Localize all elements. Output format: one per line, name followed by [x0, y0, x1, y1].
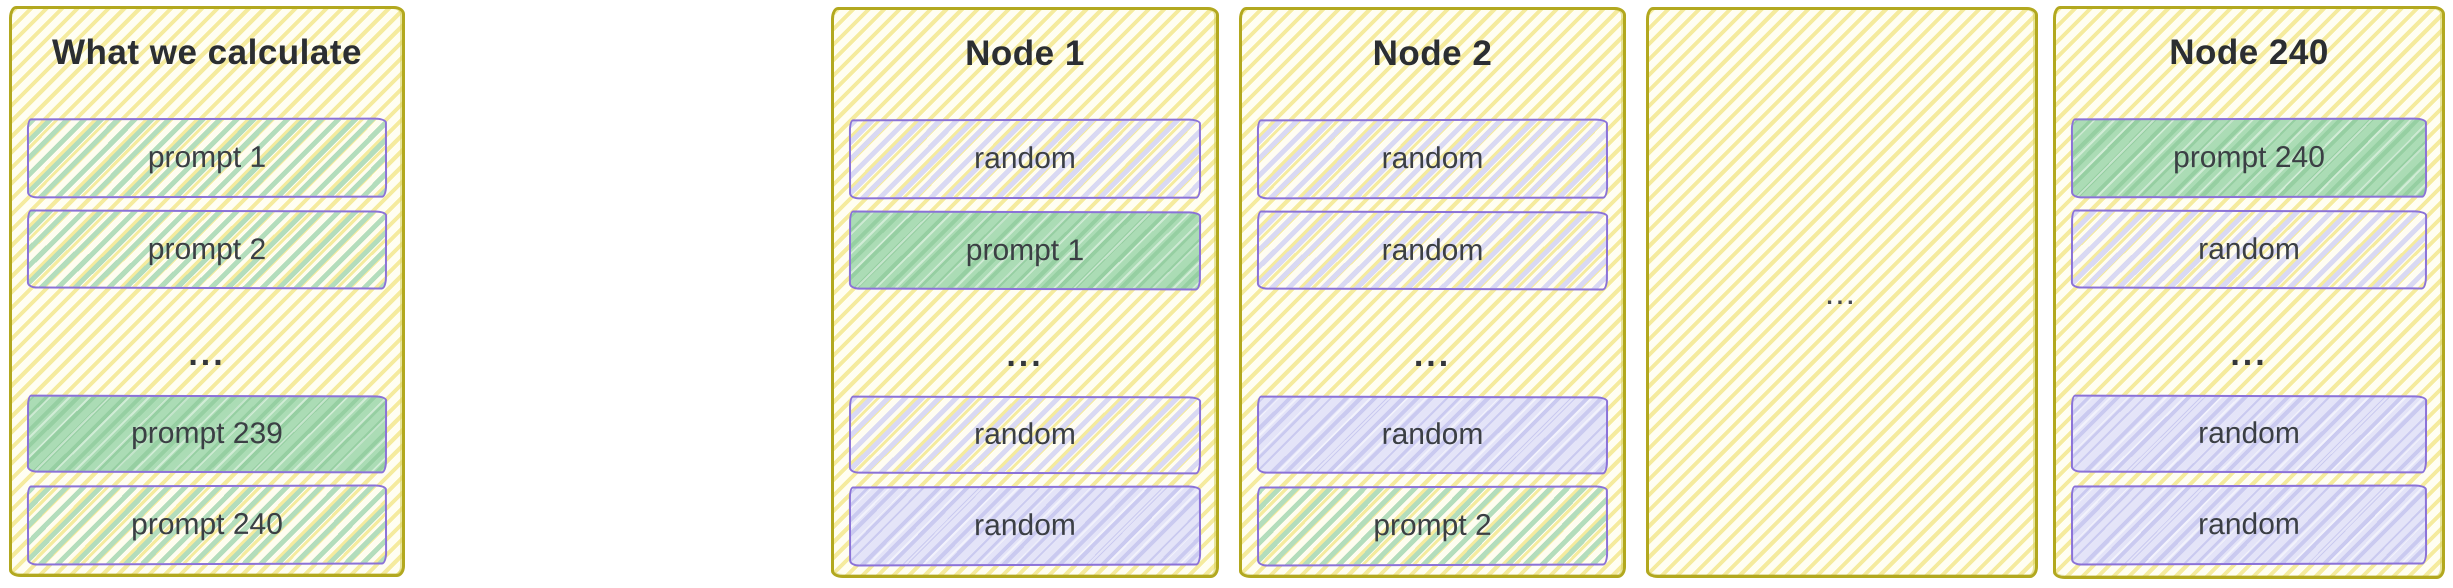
prompt-box: prompt 2 [26, 209, 388, 290]
box-label: prompt 2 [147, 232, 267, 266]
ellipsis: ... [1006, 335, 1044, 374]
box-label: prompt 1 [965, 233, 1085, 267]
ellipsis: ... [1413, 335, 1452, 374]
box-label: prompt 2 [1373, 508, 1492, 543]
prompt-box: prompt 240 [2070, 117, 2428, 199]
panel-what-we-calculate: What we calculate prompt 1 prompt 2... prom… [9, 6, 405, 577]
ellipsis: ... [1826, 283, 1858, 309]
random-box: random [848, 395, 1202, 475]
random-box: random [1256, 395, 1609, 475]
panel-title: Node 1 [965, 34, 1085, 73]
panel-node-2: Node 2 random random... random prompt 2 [1239, 7, 1626, 578]
random-box: random [1256, 210, 1609, 291]
prompt-box: prompt 239 [26, 394, 388, 474]
box-label: random [2198, 232, 2300, 266]
box-label: random [1381, 417, 1484, 452]
box-label: random [1381, 233, 1484, 267]
prompt-box: prompt 2 [1256, 485, 1609, 567]
prompt-box: prompt 240 [26, 484, 388, 566]
box-label: prompt 239 [131, 416, 283, 451]
panel-title: What we calculate [52, 33, 362, 72]
box-label: random [2198, 416, 2300, 451]
panel-title: Node 2 [1372, 34, 1493, 73]
random-box: random [848, 118, 1202, 200]
panel-node-1: Node 1 random prompt 1... random random [831, 7, 1219, 578]
random-box: random [2070, 394, 2428, 474]
box-label: prompt 1 [147, 140, 267, 175]
prompt-box: prompt 1 [848, 210, 1202, 291]
box-label: prompt 240 [131, 507, 283, 542]
ellipsis: ... [188, 334, 226, 373]
box-label: prompt 240 [2173, 140, 2325, 175]
prompt-box: prompt 1 [26, 117, 388, 199]
random-box: random [2070, 209, 2428, 290]
random-box: random [1256, 118, 1609, 200]
box-label: random [974, 508, 1076, 543]
box-label: random [2198, 507, 2300, 542]
panel-title: Node 240 [2169, 33, 2329, 72]
ellipsis: ... [2230, 334, 2268, 373]
panel-node-240: Node 240 prompt 240 random... random random [2053, 6, 2445, 579]
box-label: random [1381, 141, 1484, 176]
panel-ellipsis-panel: ... [1646, 7, 2038, 578]
box-label: random [974, 141, 1076, 176]
box-label: random [974, 417, 1076, 452]
random-box: random [848, 485, 1202, 567]
random-box: random [2070, 484, 2428, 566]
